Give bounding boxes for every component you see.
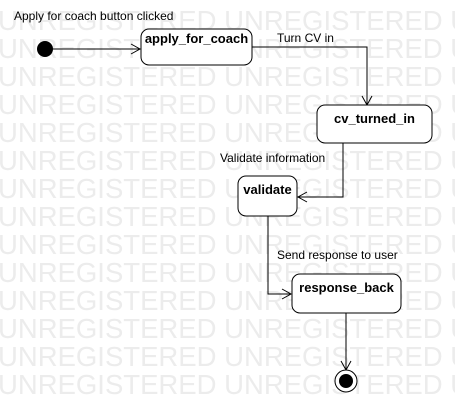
watermark-row: UNREGISTERED UNREGISTERED UN [0, 313, 455, 344]
watermark: UNREGISTERED UNREGISTERED UN UNREGISTERE… [0, 5, 455, 400]
watermark-row: UNREGISTERED UNREGISTERED UN [0, 369, 455, 400]
transition-label: Send response to user [277, 248, 398, 262]
transition-cv-to-validate: Validate information [220, 143, 344, 203]
transition-validate-to-response: Send response to user [267, 216, 398, 300]
watermark-row: UNREGISTERED UNREGISTERED UN [0, 229, 455, 260]
state-label: validate [243, 182, 291, 197]
state-label: response_back [299, 280, 394, 295]
transition-label: Validate information [220, 151, 325, 165]
watermark-row: UNREGISTERED UNREGISTERED UN [0, 201, 455, 232]
watermark-row: UNREGISTERED UNREGISTERED UN [0, 341, 455, 372]
transition-label: Turn CV in [277, 31, 334, 45]
watermark-row: UNREGISTERED UNREGISTERED UN [0, 173, 455, 204]
initial-node [37, 41, 53, 57]
state-validate: validate [237, 175, 298, 217]
transition-initial-to-apply [53, 43, 142, 55]
watermark-row: UNREGISTERED UNREGISTERED UN [0, 145, 455, 176]
state-cv-turned-in: cv_turned_in [316, 104, 433, 144]
state-apply-for-coach: apply_for_coach [140, 28, 253, 66]
final-node [334, 369, 358, 393]
state-label: apply_for_coach [145, 31, 248, 46]
state-label: cv_turned_in [334, 111, 415, 126]
transition-apply-to-cv: Turn CV in [252, 31, 373, 107]
watermark-row: UNREGISTERED UNREGISTERED UN [0, 61, 455, 92]
initial-event-label: Apply for coach button clicked [14, 9, 173, 23]
state-response-back: response_back [291, 273, 402, 314]
